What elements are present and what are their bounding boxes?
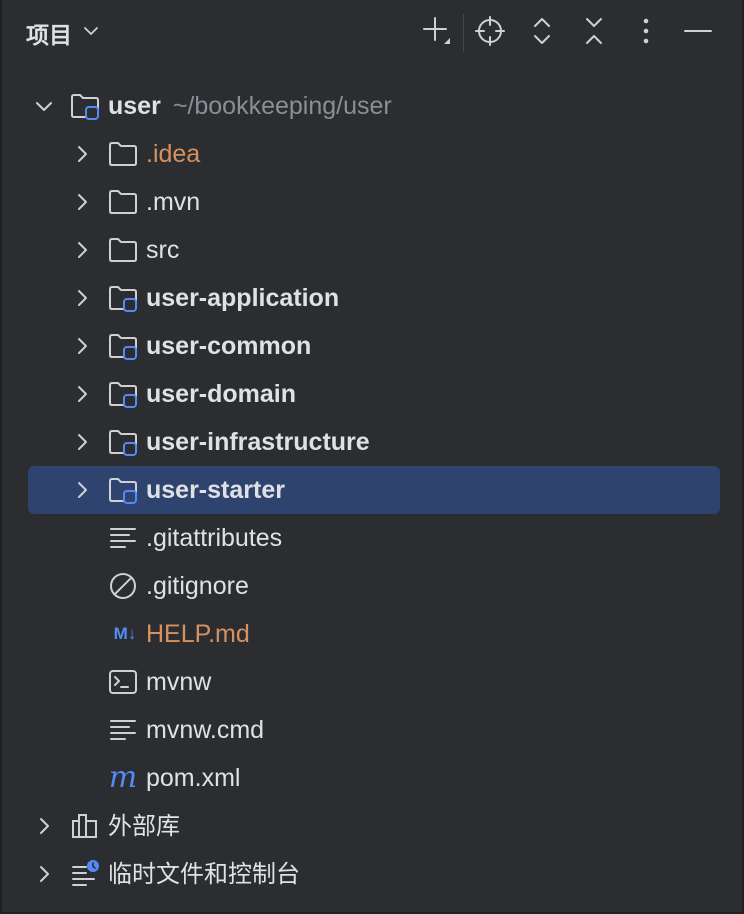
module-folder-icon xyxy=(108,427,138,457)
expand-all-button[interactable] xyxy=(516,14,568,52)
tree-row-mvnw[interactable]: mvnw xyxy=(28,658,720,706)
chevron-down-icon[interactable] xyxy=(34,96,54,116)
locate-icon xyxy=(474,15,506,52)
tree-row-src[interactable]: src xyxy=(28,226,720,274)
toolbar-separator xyxy=(463,14,464,52)
tree-row-user-domain[interactable]: user-domain xyxy=(28,370,720,418)
chevron-right-icon[interactable] xyxy=(72,240,92,260)
module-folder-icon xyxy=(108,331,138,361)
chevron-right-icon[interactable] xyxy=(72,384,92,404)
more-icon xyxy=(630,15,662,52)
library-icon xyxy=(70,811,100,841)
chevron-down-icon xyxy=(82,22,100,45)
view-selector[interactable]: 项目 xyxy=(26,18,100,49)
tree-label: user-domain xyxy=(146,380,297,408)
tree-label: pom.xml xyxy=(146,764,241,792)
terminal-file-icon xyxy=(108,667,138,697)
tree-label: 外部库 xyxy=(108,812,180,840)
tree-row-help-md[interactable]: M↓ HELP.md xyxy=(28,610,720,658)
tree-label: user-starter xyxy=(146,476,285,504)
tree-label: 临时文件和控制台 xyxy=(108,860,300,888)
folder-icon xyxy=(108,235,138,265)
folder-icon xyxy=(108,139,138,169)
tree-row-pom-xml[interactable]: m pom.xml xyxy=(28,754,720,802)
minimize-icon xyxy=(682,15,714,52)
chevron-right-icon[interactable] xyxy=(72,480,92,500)
tree-row-gitignore[interactable]: .gitignore xyxy=(28,562,720,610)
tree-label: user-common xyxy=(146,332,312,360)
tree-row-idea[interactable]: .idea xyxy=(28,130,720,178)
chevron-right-icon[interactable] xyxy=(72,432,92,452)
tree-row-user-application[interactable]: user-application xyxy=(28,274,720,322)
tree-label: user-infrastructure xyxy=(146,428,370,456)
chevron-right-icon[interactable] xyxy=(34,816,54,836)
root-name: user xyxy=(108,92,161,120)
locate-button[interactable] xyxy=(464,14,516,52)
tree-row-user-infrastructure[interactable]: user-infrastructure xyxy=(28,418,720,466)
module-folder-icon xyxy=(70,91,100,121)
tree-row-scratches[interactable]: 临时文件和控制台 xyxy=(28,850,720,898)
add-icon xyxy=(421,15,453,52)
more-options-button[interactable] xyxy=(620,14,672,52)
tree-row-user-starter[interactable]: user-starter xyxy=(28,466,720,514)
tree-label: mvnw xyxy=(146,668,212,696)
tree-label: .gitignore xyxy=(146,572,249,600)
chevron-right-icon[interactable] xyxy=(72,336,92,356)
root-path: ~/bookkeeping/user xyxy=(172,92,392,120)
tree-row-gitattributes[interactable]: .gitattributes xyxy=(28,514,720,562)
markdown-badge: M↓ xyxy=(113,624,137,643)
tree-row-user-common[interactable]: user-common xyxy=(28,322,720,370)
tree-label: .mvn xyxy=(146,188,201,216)
tree-row-root[interactable]: user ~/bookkeeping/user xyxy=(28,82,720,130)
maven-file-icon: m xyxy=(108,763,138,793)
text-file-icon xyxy=(108,715,138,745)
module-folder-icon xyxy=(108,283,138,313)
chevron-right-icon[interactable] xyxy=(72,288,92,308)
chevron-right-icon[interactable] xyxy=(72,192,92,212)
maven-badge: m xyxy=(108,760,138,795)
tree-label: src xyxy=(146,236,180,264)
chevron-right-icon[interactable] xyxy=(34,864,54,884)
tree-row-mvn[interactable]: .mvn xyxy=(28,178,720,226)
scratches-icon xyxy=(70,859,100,889)
tool-window-title: 项目 xyxy=(26,23,72,49)
minimize-button[interactable] xyxy=(672,14,724,52)
markdown-file-icon: M↓ xyxy=(108,619,142,649)
tree-label: HELP.md xyxy=(146,620,250,648)
ignore-file-icon xyxy=(108,571,138,601)
text-file-icon xyxy=(108,523,138,553)
collapse-all-button[interactable] xyxy=(568,14,620,52)
module-folder-icon xyxy=(108,379,138,409)
tree-label: mvnw.cmd xyxy=(146,716,265,744)
tree-row-external-libraries[interactable]: 外部库 xyxy=(28,802,720,850)
tree-row-mvnw-cmd[interactable]: mvnw.cmd xyxy=(28,706,720,754)
tree-label: .gitattributes xyxy=(146,524,283,552)
collapse-all-icon xyxy=(578,15,610,52)
tool-window-header: 项目 xyxy=(2,0,742,66)
tree-label: .idea xyxy=(146,140,201,168)
chevron-right-icon[interactable] xyxy=(72,144,92,164)
header-toolbar xyxy=(411,14,724,52)
folder-icon xyxy=(108,187,138,217)
tree-label: user ~/bookkeeping/user xyxy=(108,82,392,130)
expand-all-icon xyxy=(526,15,558,52)
module-folder-icon xyxy=(108,475,138,505)
add-button[interactable] xyxy=(411,14,463,52)
tree-label: user-application xyxy=(146,284,340,312)
